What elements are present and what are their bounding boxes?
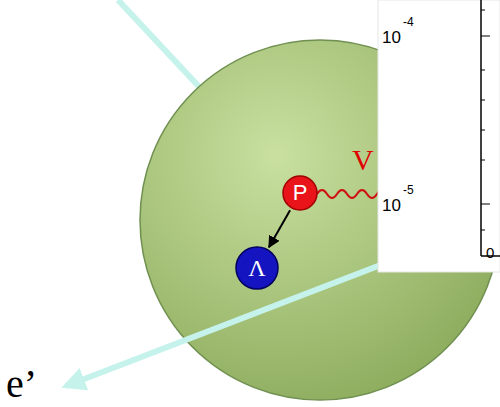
inset-plot	[378, 0, 500, 272]
node-label: Λ	[248, 255, 265, 282]
axis-tick-label: 10	[382, 196, 401, 216]
axis-exponent: -4	[403, 15, 414, 29]
scattered-electron	[66, 246, 430, 386]
transition-arrow	[269, 210, 290, 247]
axis-tick-label: 10	[382, 28, 401, 48]
photon-label: V	[352, 143, 374, 177]
axis-exponent: -5	[403, 183, 414, 197]
axis-tick-label: 0	[486, 244, 494, 261]
axis-ticks	[481, 10, 490, 230]
node-label: P	[293, 180, 308, 206]
proton-circle: P	[282, 175, 318, 211]
lambda-circle: Λ	[235, 246, 279, 290]
electron-label: e’	[6, 360, 37, 407]
plot-axis	[480, 0, 482, 256]
virtual-photon	[317, 190, 387, 198]
